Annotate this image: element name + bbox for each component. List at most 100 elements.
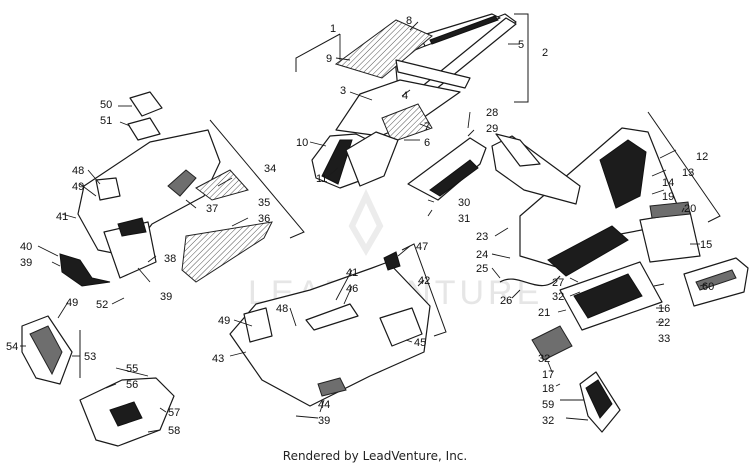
bracket-lines [79, 13, 721, 378]
part-48-side-bracket [243, 307, 273, 343]
callout-38: 38 [164, 253, 176, 265]
part-13-graphic [599, 139, 647, 209]
part-29-rim [495, 133, 541, 167]
part-26-cable [499, 275, 561, 287]
callout-35: 35 [258, 197, 270, 209]
callout-16: 16 [658, 303, 670, 315]
part-41-handle [305, 303, 359, 331]
lower-left-group [21, 315, 175, 447]
callout-54: 54 [6, 341, 18, 353]
part-6-vent [381, 103, 433, 143]
callout-31: 31 [458, 213, 470, 225]
side-panel-group [407, 127, 749, 433]
callout-3: 3 [340, 85, 346, 97]
callout-58: 58 [168, 425, 180, 437]
part-47-clip [383, 251, 401, 271]
callout-37: 37 [206, 203, 218, 215]
part-54-shield-inner [29, 325, 63, 376]
callout-30: 30 [458, 197, 470, 209]
part-34-console [77, 129, 221, 257]
part-48-bracket [95, 177, 121, 201]
part-20-badge [649, 201, 691, 219]
callout-25: 25 [476, 263, 488, 275]
callout-8: 8 [406, 15, 412, 27]
part-lower-graphic [573, 273, 643, 319]
callout-47: 47 [416, 241, 428, 253]
callout-17: 17 [542, 369, 554, 381]
callout-40: 40 [20, 241, 32, 253]
callout-5: 5 [518, 39, 524, 51]
callout-33: 33 [658, 333, 670, 345]
callout-52: 52 [96, 299, 108, 311]
callout-12: 12 [696, 151, 708, 163]
callout-43: 43 [212, 353, 224, 365]
callout-39b: 39 [160, 291, 172, 303]
callout-34: 34 [264, 163, 276, 175]
callout-48b: 48 [276, 303, 288, 315]
callout-22: 22 [658, 317, 670, 329]
callout-59: 59 [542, 399, 554, 411]
callout-44: 44 [318, 399, 330, 411]
callout-14: 14 [662, 177, 674, 189]
part-30-bracket-dark [429, 159, 479, 197]
callout-32b: 32 [538, 353, 550, 365]
callout-4: 4 [402, 90, 408, 102]
callout-55: 55 [126, 363, 138, 375]
console-group [59, 91, 273, 287]
callout-9: 9 [326, 53, 332, 65]
callout-50: 50 [100, 99, 112, 111]
part-40-trim [59, 253, 111, 287]
callout-7: 7 [424, 121, 430, 133]
callout-20: 20 [684, 203, 696, 215]
part-15-panel [639, 211, 701, 263]
callout-15: 15 [700, 239, 712, 251]
callout-42: 42 [418, 275, 430, 287]
part-59-strip-dark [585, 379, 613, 419]
part-9-decal [334, 19, 433, 79]
callout-41b: 41 [346, 267, 358, 279]
callout-51: 51 [100, 115, 112, 127]
callout-18: 18 [542, 383, 554, 395]
part-30-bracket [407, 137, 487, 201]
callout-53: 53 [84, 351, 96, 363]
part-upper-trim-edge [429, 15, 499, 45]
part-11-side-dark [321, 139, 353, 185]
part-50-gauge [129, 91, 163, 117]
part-4-bracket [395, 59, 471, 89]
callout-41a: 41 [56, 211, 68, 223]
callout-49a: 49 [72, 181, 84, 193]
callout-11: 11 [316, 173, 327, 185]
callout-48a: 48 [72, 165, 84, 177]
callout-13: 13 [682, 167, 694, 179]
part-51-ring [127, 117, 161, 141]
part-17-plate [531, 325, 573, 361]
part-console-opening [117, 217, 147, 237]
callout-21: 21 [538, 307, 550, 319]
callout-19: 19 [662, 191, 674, 203]
part-60-vent-slats [695, 269, 737, 291]
callout-29: 29 [486, 123, 498, 135]
part-56-hole [109, 401, 143, 427]
callout-39c: 39 [318, 415, 330, 427]
callout-10: 10 [296, 137, 308, 149]
callout-57: 57 [168, 407, 180, 419]
callout-labels: 1 2 3 4 5 6 7 8 9 10 11 12 13 14 15 16 1… [6, 15, 714, 437]
callout-2: 2 [542, 47, 548, 59]
callout-45: 45 [414, 337, 426, 349]
callout-27: 27 [552, 277, 564, 289]
callout-32c: 32 [542, 415, 554, 427]
callout-56: 56 [126, 379, 138, 391]
footer-credit: Rendered by LeadVenture, Inc. [282, 449, 468, 463]
callout-49b: 49 [66, 297, 78, 309]
callout-24: 24 [476, 249, 488, 261]
callout-28: 28 [486, 107, 498, 119]
part-graphic-stripe [547, 225, 629, 277]
part-hood-lower [345, 131, 399, 187]
belly-pan-group [229, 251, 431, 407]
callout-36: 36 [258, 213, 270, 225]
part-37-bracket [167, 169, 197, 197]
part-45-flap [379, 307, 423, 347]
callout-1: 1 [330, 23, 336, 35]
part-35-decal [195, 169, 249, 201]
